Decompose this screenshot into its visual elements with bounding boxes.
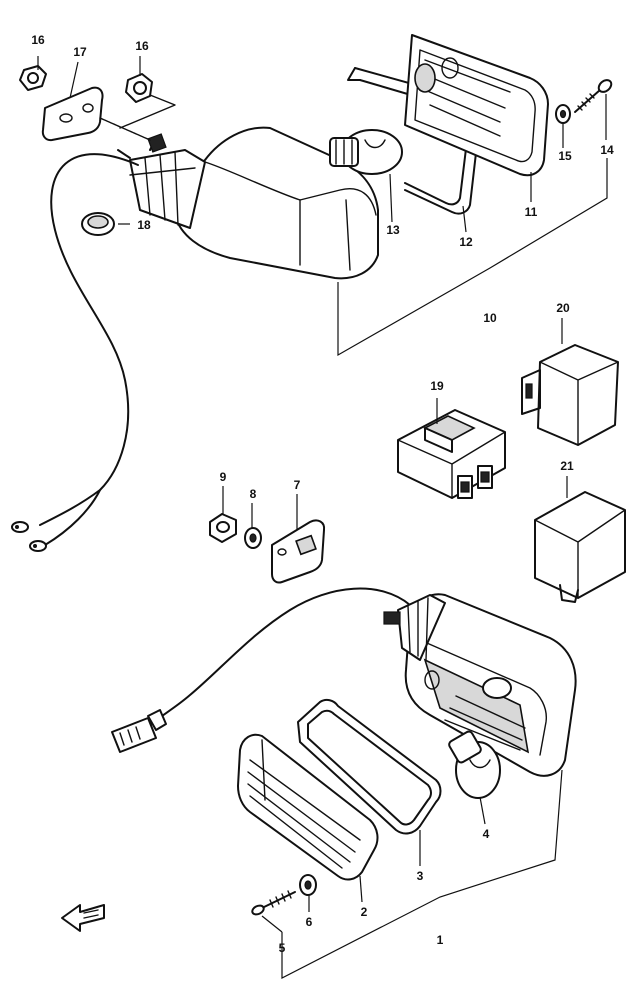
nut-9 xyxy=(209,513,237,543)
callout-5: 5 xyxy=(279,941,286,955)
callout-20: 20 xyxy=(556,301,570,315)
callout-15: 15 xyxy=(558,149,572,163)
callout-12: 12 xyxy=(459,235,473,249)
wire-terminal-icon xyxy=(11,521,47,552)
callout-labels: 16 17 16 18 13 12 11 15 14 10 20 19 21 9… xyxy=(31,33,614,955)
callout-19: 19 xyxy=(430,379,444,393)
washer-15 xyxy=(555,104,571,124)
plate-17 xyxy=(41,86,104,142)
bulb-4 xyxy=(448,730,501,799)
washer-8 xyxy=(244,527,262,549)
upper-turn-signal-assembly xyxy=(11,126,379,552)
washer-6 xyxy=(299,874,317,896)
lens-11 xyxy=(404,34,549,177)
nut-16-right xyxy=(125,73,153,103)
callout-8: 8 xyxy=(250,487,257,501)
gasket-3 xyxy=(297,698,442,835)
wire-connector-icon xyxy=(111,709,167,753)
lower-signal-wire xyxy=(149,587,411,726)
direction-arrow-icon xyxy=(61,904,105,932)
callout-21: 21 xyxy=(560,459,574,473)
relay-20 xyxy=(521,344,619,446)
callout-9: 9 xyxy=(220,470,227,484)
lower-turn-signal-assembly xyxy=(111,587,577,777)
callout-1: 1 xyxy=(437,933,444,947)
leader-lines xyxy=(37,56,608,979)
nut-16-left xyxy=(19,65,47,91)
callout-18: 18 xyxy=(137,218,151,232)
callout-17: 17 xyxy=(73,45,87,59)
callout-13: 13 xyxy=(386,223,400,237)
callout-6: 6 xyxy=(306,915,313,929)
relay-21 xyxy=(534,491,626,603)
lens-2 xyxy=(237,733,379,881)
callout-16-left: 16 xyxy=(31,33,45,47)
callout-2: 2 xyxy=(361,905,368,919)
grommet-18 xyxy=(81,212,115,236)
upper-signal-wire xyxy=(39,153,139,526)
callout-16-right: 16 xyxy=(135,39,149,53)
callout-10: 10 xyxy=(483,311,497,325)
callout-7: 7 xyxy=(294,478,301,492)
callout-11: 11 xyxy=(525,205,538,219)
bulb-13 xyxy=(329,129,403,175)
callout-4: 4 xyxy=(483,827,490,841)
plate-7 xyxy=(271,519,326,584)
callout-3: 3 xyxy=(417,869,424,883)
screw-5 xyxy=(251,890,296,916)
callout-14: 14 xyxy=(600,143,614,157)
screw-14 xyxy=(574,79,613,113)
flasher-19 xyxy=(397,409,506,499)
